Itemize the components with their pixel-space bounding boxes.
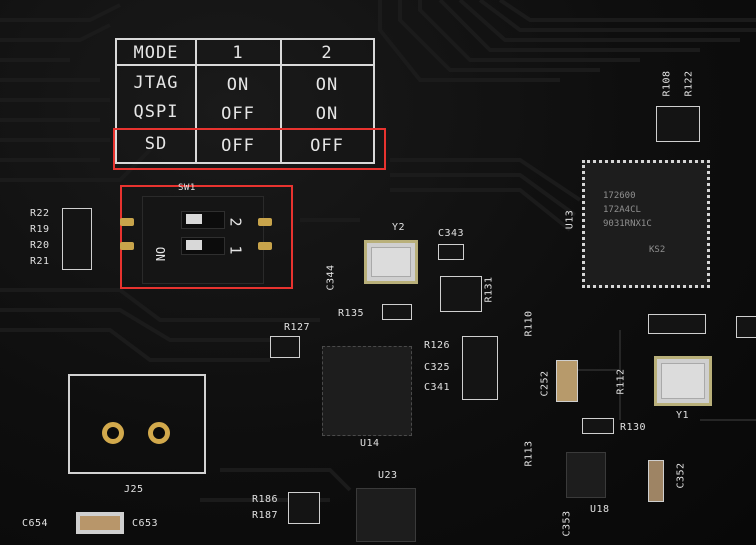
- header-col1: 1: [232, 43, 244, 63]
- label-r20: R20: [30, 240, 50, 251]
- label-u13: U13: [564, 209, 576, 230]
- capacitor-large: [76, 512, 124, 534]
- label-r187: R187: [252, 510, 279, 521]
- table-divider: [195, 40, 197, 162]
- switch-on-label: ON: [153, 246, 168, 262]
- connector-pin: [102, 422, 124, 444]
- capacitor-large: [556, 360, 578, 402]
- label-r113: R113: [523, 440, 535, 467]
- row-qspi-1: OFF: [221, 104, 255, 124]
- label-r21: R21: [30, 256, 50, 267]
- crystal-y1: [654, 356, 712, 406]
- resistor: [270, 336, 300, 358]
- connector-pin: [148, 422, 170, 444]
- capacitor: [736, 316, 756, 338]
- capacitor: [438, 244, 464, 260]
- label-r131: R131: [483, 276, 495, 303]
- label-j25: J25: [124, 484, 144, 495]
- row-jtag-2: ON: [315, 75, 339, 95]
- label-c343: C343: [438, 228, 465, 239]
- row-sd-mode: SD: [144, 134, 168, 154]
- label-c341: C341: [424, 382, 451, 393]
- switch-pad: [258, 242, 272, 250]
- row-qspi-mode: QSPI: [133, 102, 179, 122]
- chip-u23: [356, 488, 416, 542]
- resistor-pair: [288, 492, 320, 524]
- crystal-y2: [364, 240, 418, 284]
- label-c344: C344: [325, 264, 337, 291]
- chip-u18: [566, 452, 606, 498]
- dip-knob-1[interactable]: [186, 240, 202, 250]
- row-qspi-2: ON: [315, 104, 339, 124]
- label-r19: R19: [30, 224, 50, 235]
- label-c654: C654: [22, 518, 49, 529]
- header-col2: 2: [321, 43, 333, 63]
- switch-label: SW1: [178, 183, 196, 193]
- boot-mode-table: MODE 1 2 JTAG ON ON QSPI OFF ON SD OFF O…: [115, 38, 375, 164]
- label-r127: R127: [284, 322, 311, 333]
- highlight-dip-switch: [120, 185, 293, 289]
- resistor: [382, 304, 412, 320]
- u13-marking-4: KS2: [649, 245, 666, 255]
- table-divider: [280, 40, 282, 162]
- label-c252: C252: [539, 370, 551, 397]
- label-r22: R22: [30, 208, 50, 219]
- capacitor: [648, 460, 664, 502]
- resistor-pair: [656, 106, 700, 142]
- label-c352: C352: [675, 462, 687, 489]
- switch-pos2-label: 2: [226, 217, 245, 227]
- row-sd-1: OFF: [221, 136, 255, 156]
- label-r122: R122: [683, 70, 695, 97]
- label-c353: C353: [561, 510, 573, 537]
- u13-marking-1: 172600: [603, 191, 636, 201]
- connector-j25: [68, 374, 206, 474]
- chip-u13: 172600 172A4CL 9031RNX1C KS2: [582, 160, 710, 288]
- u13-marking-2: 172A4CL: [603, 205, 641, 215]
- row-jtag-1: ON: [226, 75, 250, 95]
- label-r126: R126: [424, 340, 451, 351]
- switch-pos1-label: 1: [226, 245, 245, 255]
- table-divider: [117, 64, 373, 66]
- header-mode: MODE: [133, 43, 179, 63]
- resistor-pair: [440, 276, 482, 312]
- label-c653: C653: [132, 518, 159, 529]
- label-c325: C325: [424, 362, 451, 373]
- highlight-sd-row: [113, 128, 386, 170]
- label-u18: U18: [590, 504, 610, 515]
- dip-slot-2: [181, 211, 225, 229]
- label-r135: R135: [338, 308, 365, 319]
- switch-pad: [120, 218, 134, 226]
- dip-knob-2[interactable]: [186, 214, 202, 224]
- label-r108: R108: [661, 70, 673, 97]
- label-y2: Y2: [392, 222, 406, 233]
- label-r110: R110: [523, 310, 535, 337]
- label-r186: R186: [252, 494, 279, 505]
- label-y1: Y1: [676, 410, 690, 421]
- dip-slot-1: [181, 237, 225, 255]
- label-r112: R112: [615, 368, 627, 395]
- row-sd-2: OFF: [310, 136, 344, 156]
- chip-u14: [322, 346, 412, 436]
- row-jtag-mode: JTAG: [133, 73, 179, 93]
- label-u14: U14: [360, 438, 380, 449]
- switch-pad: [258, 218, 272, 226]
- capacitor-pair: [648, 314, 706, 334]
- switch-pad: [120, 242, 134, 250]
- resistor: [582, 418, 614, 434]
- label-u23: U23: [378, 470, 398, 481]
- label-r130: R130: [620, 422, 647, 433]
- dip-switch[interactable]: ON 2 1: [142, 196, 264, 284]
- resistor-array: [62, 208, 92, 270]
- u13-marking-3: 9031RNX1C: [603, 219, 652, 229]
- passive-stack: [462, 336, 498, 400]
